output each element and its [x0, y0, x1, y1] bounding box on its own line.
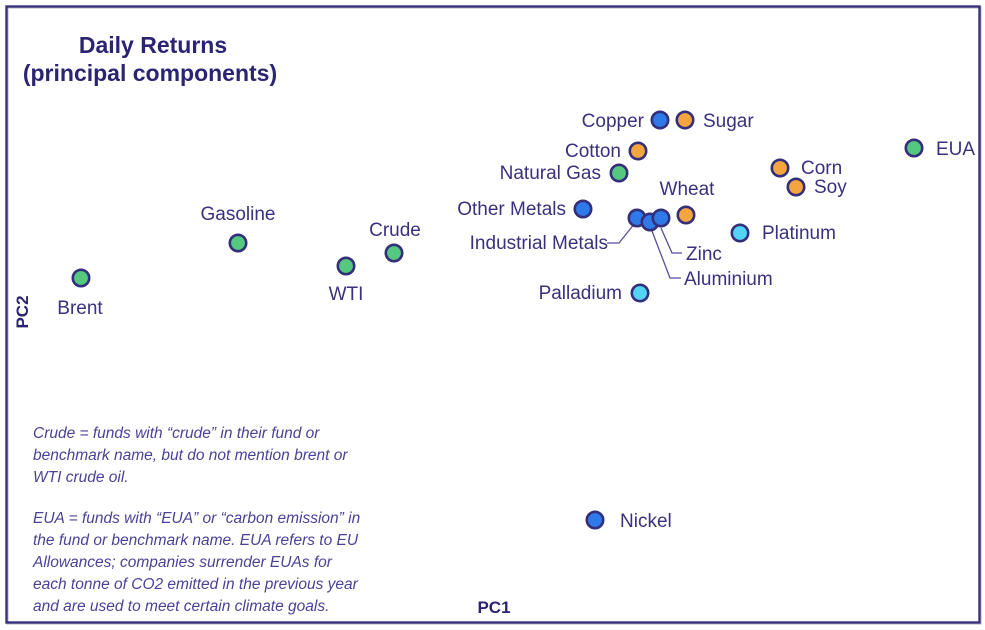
- chart-frame: [5, 5, 981, 624]
- point-brent: [71, 268, 91, 288]
- label-cotton: Cotton: [565, 141, 621, 162]
- note-crude: Crude = funds with “crude” in their fund…: [33, 425, 348, 486]
- label-eua: EUA: [936, 139, 975, 160]
- label-copper: Copper: [582, 111, 645, 132]
- point-cotton: [628, 141, 648, 161]
- note-eua-line: Allowances; companies surrender EUAs for: [32, 554, 333, 571]
- point-copper: [650, 110, 670, 130]
- label-sugar: Sugar: [703, 111, 754, 132]
- leader-lines: [607, 222, 682, 279]
- note-crude-line: WTI crude oil.: [33, 469, 129, 486]
- point-palladium: [630, 283, 650, 303]
- leader-line-industrial-metals: [607, 222, 636, 244]
- point-corn: [770, 158, 790, 178]
- note-eua-line: and are used to meet certain climate goa…: [33, 598, 329, 615]
- label-industrial-metals: Industrial Metals: [470, 233, 608, 254]
- chart-title-line1: Daily Returns: [79, 32, 227, 58]
- point-gasoline: [228, 233, 248, 253]
- chart-title-line2: (principal components): [23, 60, 277, 86]
- note-eua: EUA = funds with “EUA” or “carbon emissi…: [32, 510, 360, 615]
- label-palladium: Palladium: [539, 283, 622, 304]
- label-corn: Corn: [801, 158, 842, 179]
- point-zinc: [651, 208, 671, 228]
- note-eua-line: each tonne of CO2 emitted in the previou…: [33, 576, 359, 593]
- leader-line-zinc: [660, 227, 682, 254]
- point-soy: [786, 177, 806, 197]
- label-aluminium: Aluminium: [684, 269, 773, 290]
- label-other-metals: Other Metals: [457, 199, 566, 220]
- label-brent: Brent: [57, 298, 103, 319]
- point-eua: [904, 138, 924, 158]
- label-nickel: Nickel: [620, 511, 672, 532]
- label-soy: Soy: [814, 177, 847, 198]
- label-platinum: Platinum: [762, 223, 836, 244]
- point-sugar: [675, 110, 695, 130]
- leader-line-aluminium: [651, 230, 681, 279]
- note-eua-line: EUA = funds with “EUA” or “carbon emissi…: [33, 510, 360, 527]
- data-points: [71, 110, 924, 530]
- point-nickel: [585, 510, 605, 530]
- point-other-metals: [573, 199, 593, 219]
- label-gasoline: Gasoline: [201, 204, 276, 225]
- point-wti: [336, 256, 356, 276]
- x-axis-label: PC1: [477, 598, 510, 617]
- label-wti: WTI: [329, 284, 364, 305]
- note-crude-line: Crude = funds with “crude” in their fund…: [33, 425, 320, 442]
- note-eua-line: the fund or benchmark name. EUA refers t…: [33, 532, 359, 549]
- label-natural-gas: Natural Gas: [500, 163, 601, 184]
- label-crude: Crude: [369, 220, 421, 241]
- label-wheat: Wheat: [660, 179, 716, 200]
- point-crude: [384, 243, 404, 263]
- point-platinum: [730, 223, 750, 243]
- point-wheat: [676, 205, 696, 225]
- note-crude-line: benchmark name, but do not mention brent…: [33, 447, 348, 464]
- y-axis-label: PC2: [13, 295, 32, 328]
- point-natural-gas: [609, 163, 629, 183]
- label-zinc: Zinc: [686, 244, 722, 265]
